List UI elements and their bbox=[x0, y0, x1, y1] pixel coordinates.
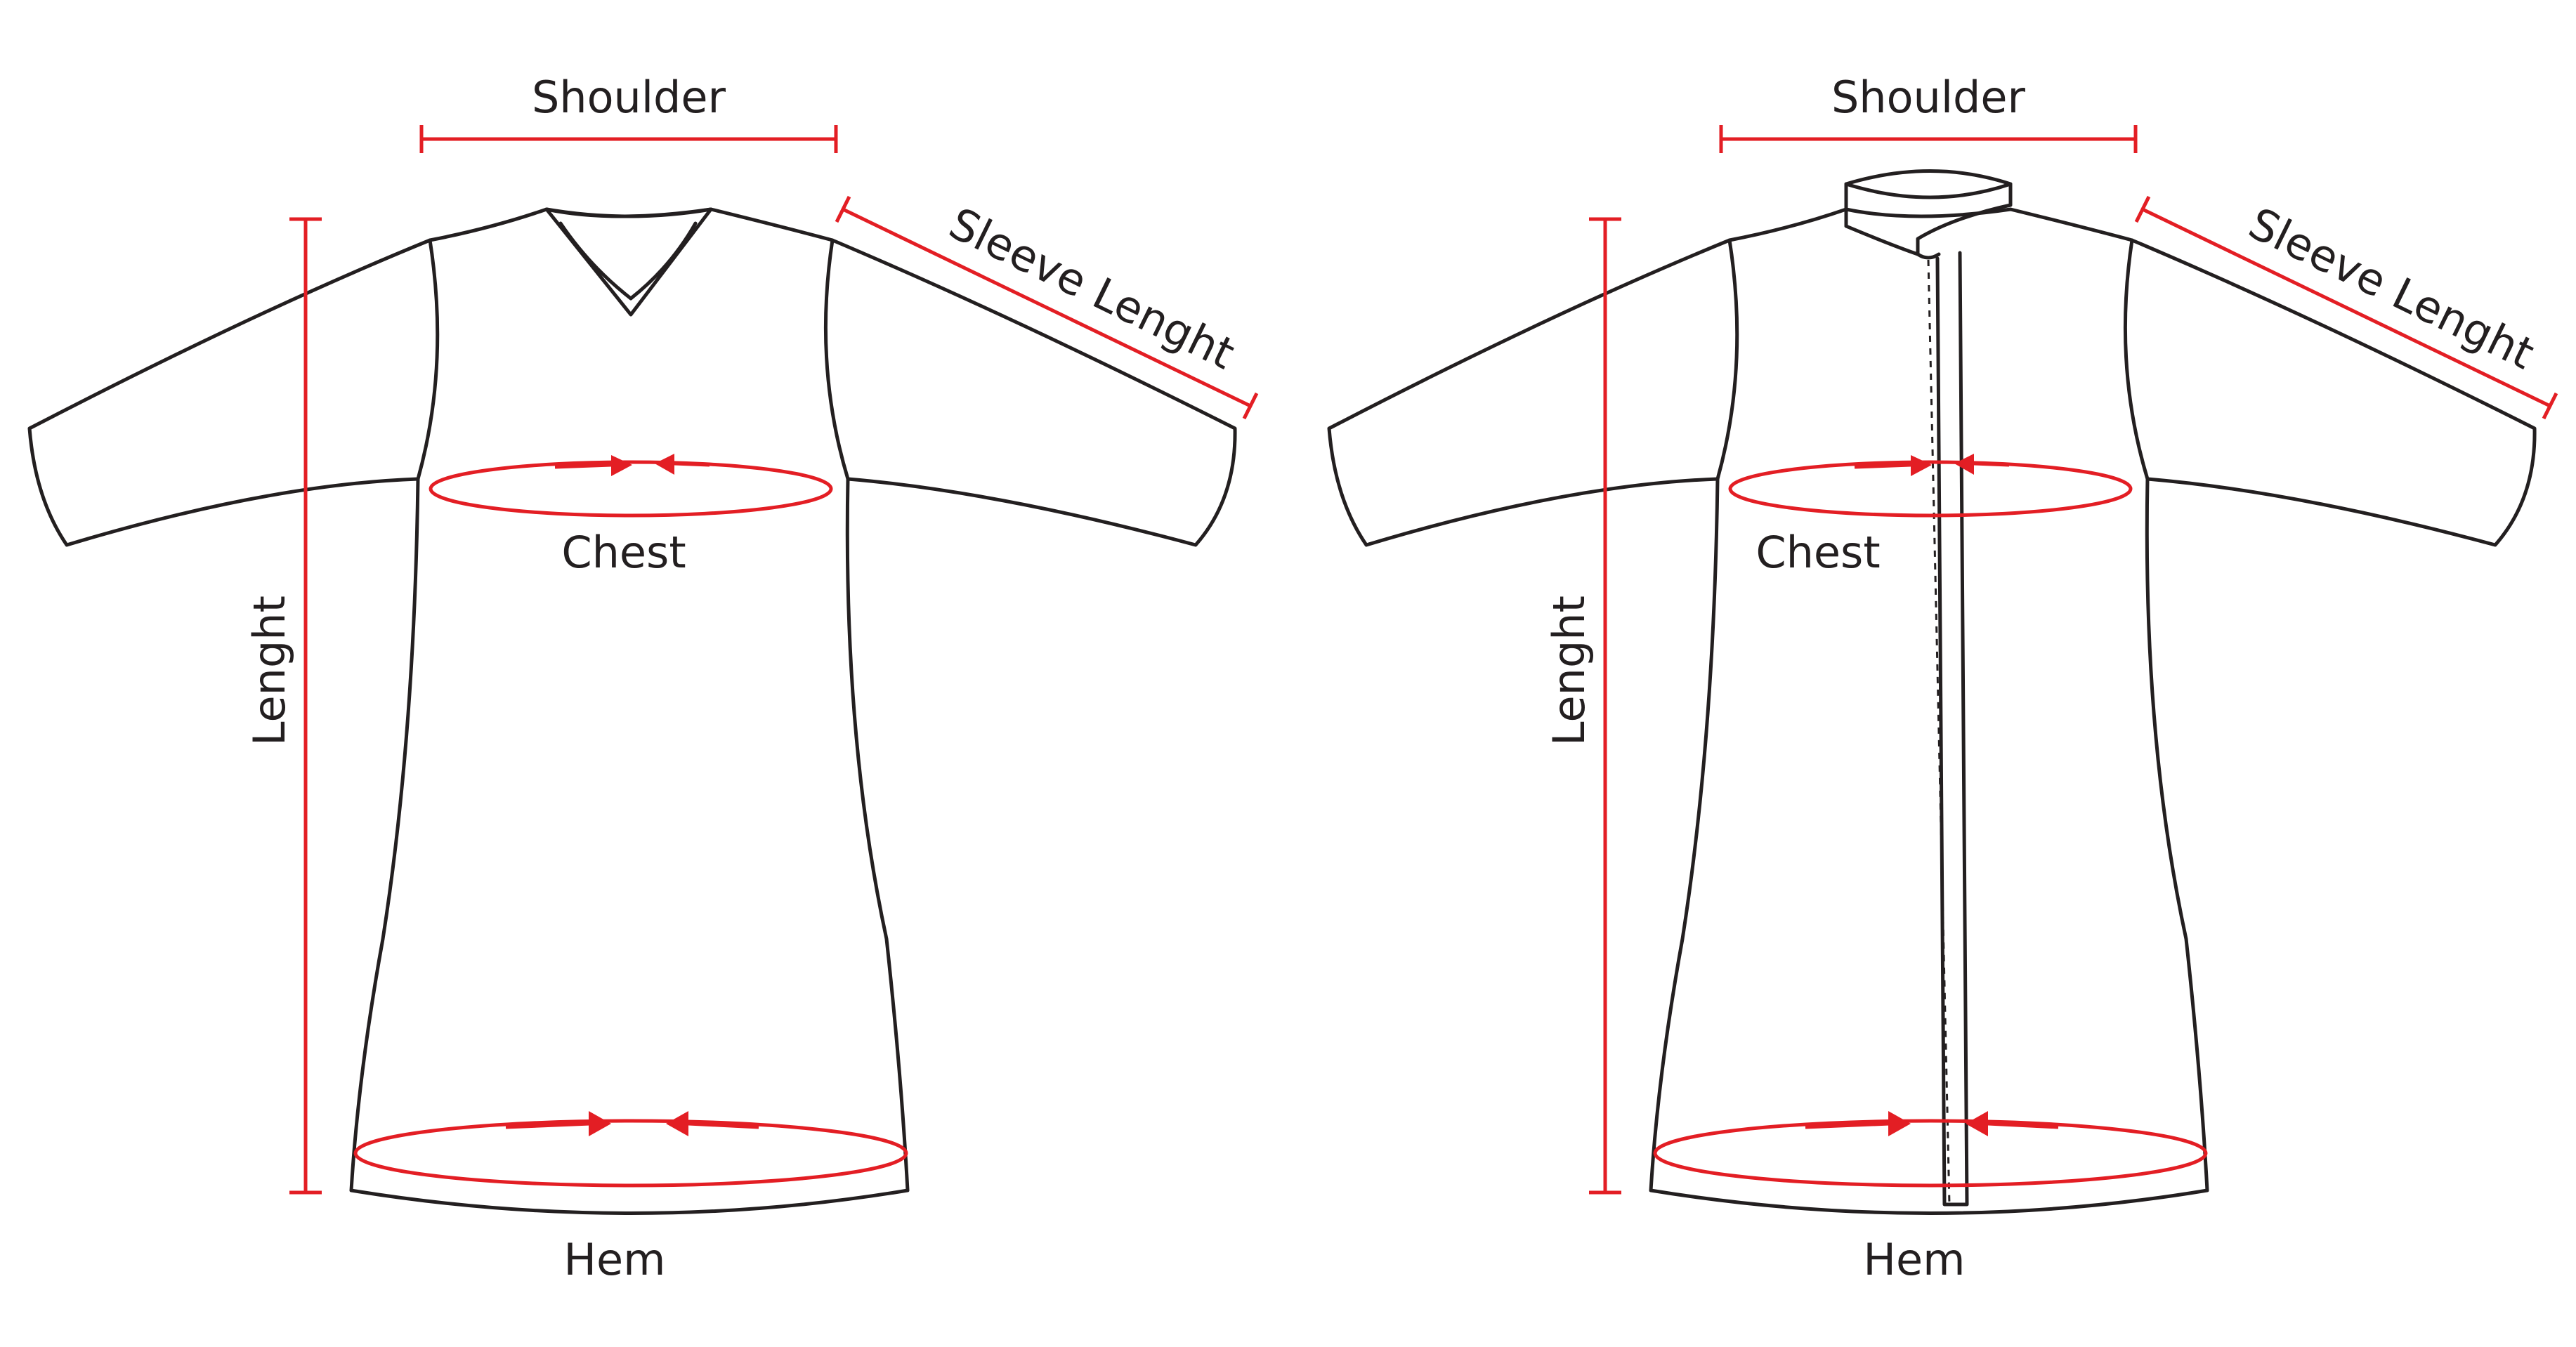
collar-top-edge bbox=[1844, 182, 2013, 199]
chest-arrow-left-shaft bbox=[1854, 463, 1911, 469]
garment-outline bbox=[1329, 209, 2535, 1214]
chest-arrow-right-head bbox=[1954, 454, 1974, 475]
length-label: Lenght bbox=[244, 596, 295, 746]
collar-front-join bbox=[1916, 252, 1941, 260]
sleeve-length-label: Sleeve Lenght bbox=[941, 197, 1243, 379]
placket-stitching bbox=[1927, 259, 1951, 1205]
garment-outline bbox=[30, 209, 1235, 1214]
chest-arrow-right-shaft bbox=[1973, 461, 2010, 467]
hem-arrow-right-shaft bbox=[1987, 1122, 2059, 1129]
shoulder-label: Shoulder bbox=[1831, 72, 2026, 123]
chest-arrow-left-shaft bbox=[554, 463, 612, 469]
chest-arrow-left-head bbox=[1911, 455, 1932, 476]
hem-arrow-right-head bbox=[666, 1111, 688, 1136]
hem-label: Hem bbox=[563, 1234, 665, 1285]
garment-vneck: Shoulder Sleeve Lenght Chest Lenght Hem bbox=[30, 72, 1257, 1285]
chest-label: Chest bbox=[1756, 527, 1880, 578]
hem-arrow-left-shaft bbox=[505, 1122, 591, 1129]
chest-arrow-left-head bbox=[611, 455, 632, 476]
mandarin-collar bbox=[1844, 169, 2013, 256]
garment-mandarin-collar: Shoulder Sleeve Lenght Chest Lenght Hem bbox=[1329, 72, 2556, 1285]
hem-arrow-left-shaft bbox=[1805, 1122, 1890, 1129]
hem-arrow-right-shaft bbox=[688, 1122, 759, 1129]
hem-arrow-left-head bbox=[1888, 1111, 1911, 1136]
vneck-collar-inner bbox=[558, 221, 698, 301]
hem-arrow-left-head bbox=[589, 1111, 611, 1136]
hem-arrow-right-head bbox=[1966, 1111, 1988, 1136]
front-placket bbox=[1935, 251, 1969, 1207]
sleeve-length-label: Sleeve Lenght bbox=[2241, 197, 2542, 379]
shoulder-label: Shoulder bbox=[532, 72, 726, 123]
chest-arrow-right-head bbox=[655, 454, 674, 475]
length-label: Lenght bbox=[1543, 596, 1595, 746]
chest-label: Chest bbox=[561, 527, 686, 578]
chest-arrow-right-shaft bbox=[674, 461, 710, 467]
hem-label: Hem bbox=[1863, 1234, 1965, 1285]
vneck-back-neck bbox=[544, 207, 713, 218]
